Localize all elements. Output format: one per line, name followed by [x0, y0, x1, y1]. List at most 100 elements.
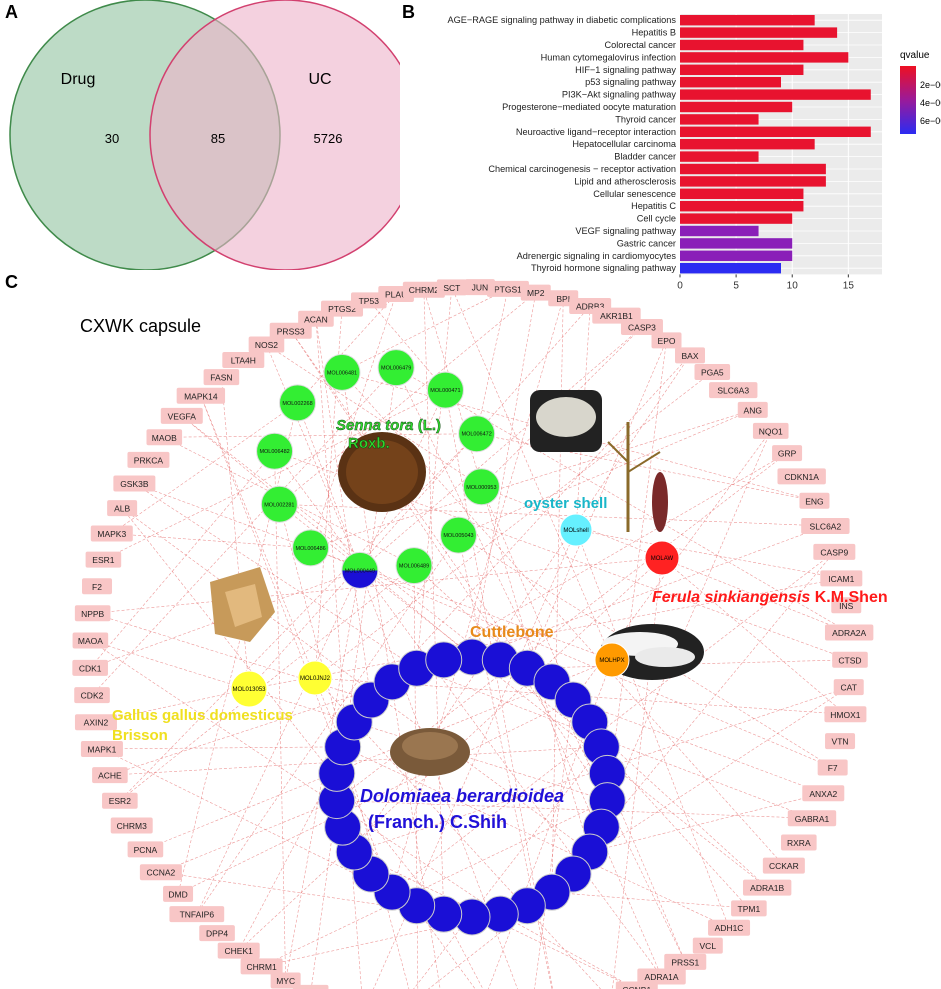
target-CHRM1: CHRM1	[240, 958, 283, 975]
panel-label-b: B	[402, 2, 415, 22]
bar-15	[680, 188, 804, 200]
network-edge	[315, 318, 372, 701]
network-edge	[261, 800, 608, 967]
target-label: GSK3B	[120, 479, 149, 489]
target-label: PRKCA	[134, 455, 164, 465]
target-DMD: DMD	[163, 885, 194, 902]
network-edge	[471, 525, 826, 658]
target-box	[692, 937, 723, 954]
network-edge	[111, 533, 311, 549]
target-CTSD: CTSD	[832, 651, 868, 668]
target-VEGFA: VEGFA	[160, 407, 203, 424]
target-box	[127, 841, 164, 858]
target-ADRA2A: ADRA2A	[824, 624, 874, 641]
bar-category-label: Lipid and atherosclerosis	[574, 176, 676, 186]
target-GSK3B: GSK3B	[113, 475, 156, 492]
network-edge	[612, 557, 663, 989]
network-edge	[297, 293, 397, 404]
target-label: PTGS2	[328, 304, 356, 314]
target-label: ESR1	[92, 555, 114, 565]
bar-7	[680, 89, 871, 100]
target-box	[270, 972, 301, 989]
panel-label-a: A	[5, 2, 18, 22]
target-box	[813, 543, 856, 560]
target-label: PRSS1	[671, 957, 699, 967]
senna-node-circle	[377, 349, 415, 387]
target-box	[82, 578, 113, 595]
target-label: NOS2	[255, 340, 278, 350]
target-label: MYC	[276, 976, 295, 986]
target-box	[615, 981, 658, 989]
network-edge	[310, 547, 833, 768]
bar-category-label: Chemical carcinogenesis − receptor activ…	[488, 164, 676, 174]
target-JUN: JUN	[464, 279, 495, 296]
target-SLC6A2: SLC6A2	[801, 517, 850, 534]
senna-node-label: MOL000449	[345, 568, 375, 574]
bar-category-label: Thyroid cancer	[615, 114, 676, 124]
senna-node-circle	[462, 468, 500, 506]
senna-node-label: MOL006479	[381, 366, 411, 372]
target-label: ADRB3	[576, 301, 605, 311]
senna-node-label: MOL000471	[430, 388, 460, 394]
bar-category-label: Gastric cancer	[617, 238, 676, 248]
senna-node-MOL002268: MOL002268	[279, 384, 317, 422]
network-edge	[476, 288, 509, 434]
target-MAOB: MAOB	[146, 429, 183, 446]
target-box	[817, 759, 848, 776]
bar-x-tick-label: 0	[677, 280, 683, 291]
senna-label: Senna tora (L.)	[336, 417, 441, 434]
target-box	[694, 363, 731, 380]
target-label: TNFAIP6	[180, 910, 215, 920]
dolomiaea-label: Dolomiaea berardioidea	[360, 786, 564, 806]
target-label: PTGS1	[494, 284, 522, 294]
target-TPM1: TPM1	[731, 900, 767, 917]
network-edge	[481, 326, 643, 487]
bar-12	[680, 151, 759, 162]
bar-category-label: Neuroactive ligand−receptor interaction	[516, 127, 676, 137]
target-MYC: MYC	[270, 972, 301, 989]
target-label: ANXA2	[809, 789, 837, 799]
target-HMOX1: HMOX1	[824, 706, 867, 723]
network-edge	[476, 433, 815, 502]
target-label: VTN	[832, 737, 849, 747]
target-SCT: SCT	[436, 279, 467, 296]
venn-diagram: Drug UC 30 85 5726	[9, 0, 400, 270]
target-ANXA2: ANXA2	[802, 785, 845, 802]
bar-category-label: Cellular senescence	[593, 189, 676, 199]
target-label: SLC6A2	[810, 521, 842, 531]
target-box	[292, 984, 329, 989]
bar-category-label: Progesterone−mediated oocyte maturation	[502, 102, 676, 112]
network-edge	[527, 668, 662, 977]
target-MAOA: MAOA	[72, 632, 109, 649]
target-label: PLAU	[385, 290, 407, 300]
bar-category-label: Cell cycle	[637, 214, 676, 224]
bar-category-label: PI3K−Akt signaling pathway	[562, 90, 677, 100]
legend-tick-3: 6e−06	[920, 116, 941, 126]
target-CAT: CAT	[833, 679, 864, 696]
target-box	[832, 651, 868, 668]
network-edge	[661, 557, 846, 715]
target-box	[752, 422, 789, 439]
network-edge	[551, 551, 835, 893]
target-box	[146, 429, 183, 446]
target-label: CCKAR	[769, 861, 799, 871]
network-edge	[109, 656, 473, 776]
senna-node-label: MOL002268	[282, 401, 312, 407]
target-box	[248, 336, 285, 353]
target-NOS2: NOS2	[248, 336, 285, 353]
network-edge	[500, 686, 849, 915]
network-edge	[103, 389, 446, 560]
network-edge	[145, 659, 613, 850]
dolomiaea-label-line2: (Franch.) C.Shih	[368, 812, 507, 832]
target-MAPK1: MAPK1	[80, 740, 123, 757]
target-box	[464, 279, 495, 296]
network-edge	[121, 507, 590, 853]
senna-node-MOL006489: MOL006489	[395, 547, 433, 585]
legend-tick-1: 2e−06	[920, 80, 941, 90]
senna-node-MOL006486: MOL006486	[292, 529, 330, 567]
target-box	[110, 817, 153, 834]
dolomiaea-ring	[318, 638, 626, 936]
senna-node-MOL006479: MOL006479	[377, 349, 415, 387]
target-label: FASN	[210, 373, 232, 383]
senna-node-circle	[279, 384, 317, 422]
